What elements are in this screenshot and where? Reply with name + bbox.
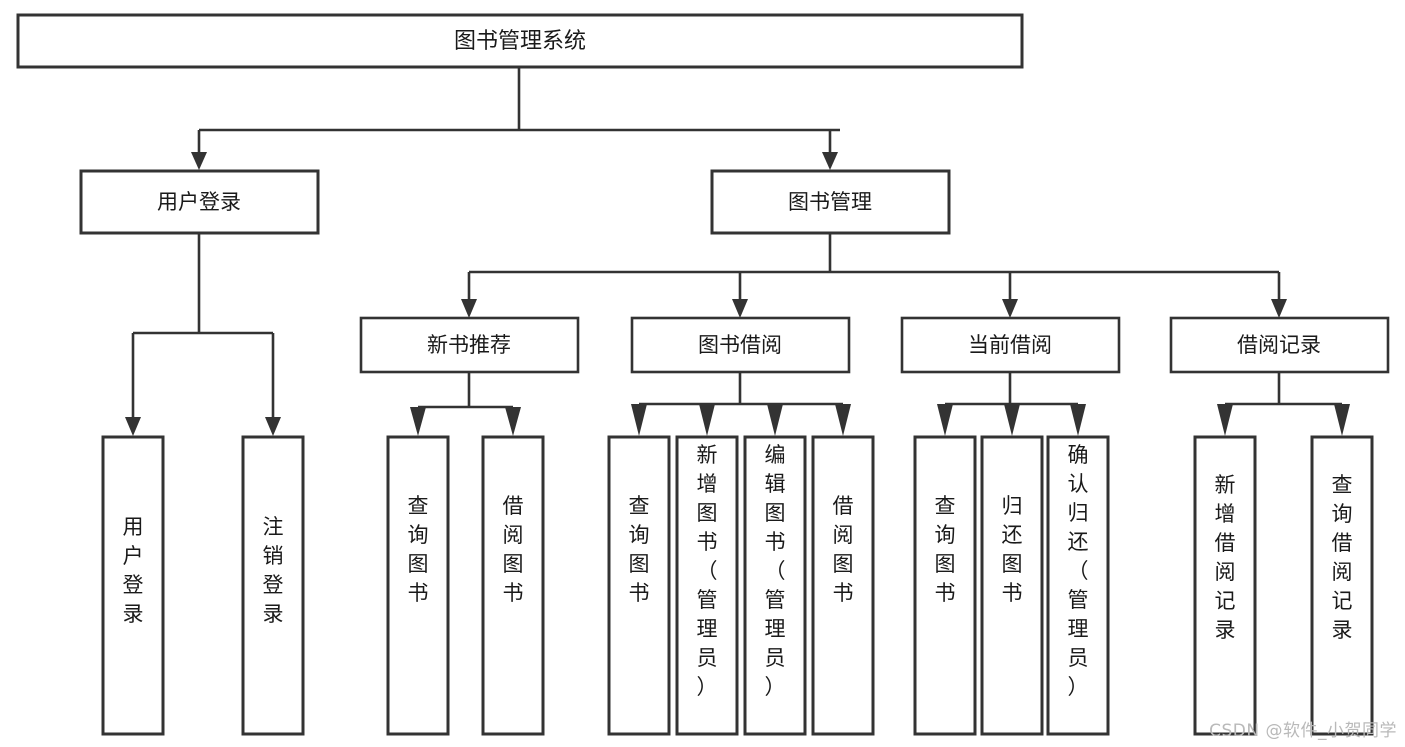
leaf-label: 查询借阅记录 bbox=[1332, 473, 1353, 642]
arrow-head-bb-leaf-3 bbox=[835, 404, 851, 436]
node-book-borrow-box bbox=[630, 316, 851, 374]
node-current-borrow-box bbox=[900, 316, 1121, 374]
leaf-box bbox=[675, 435, 739, 736]
leaf-node[interactable]: 查询图书 bbox=[607, 435, 671, 736]
arrow-head-user-login bbox=[191, 152, 207, 170]
connector-group-borrow-record bbox=[1217, 372, 1350, 436]
leaf-box bbox=[386, 435, 450, 736]
arrow-head-book-manage bbox=[822, 152, 838, 170]
leaf-node[interactable]: 新增借阅记录 bbox=[1193, 435, 1257, 736]
leaf-label: 新增图书（管理员） bbox=[697, 443, 718, 699]
arrow-head-bb-leaf-0 bbox=[631, 404, 647, 436]
arrow-head-br-leaf-1 bbox=[1334, 404, 1350, 436]
leaf-node[interactable]: 确认归还（管理员） bbox=[1046, 435, 1110, 736]
node-borrow-record-box bbox=[1169, 316, 1390, 374]
connector-group-book-manage bbox=[461, 233, 1287, 318]
leaf-box bbox=[1310, 435, 1374, 736]
leaf-node[interactable]: 查询借阅记录 bbox=[1310, 435, 1374, 736]
leaf-node[interactable]: 新增图书（管理员） bbox=[675, 435, 739, 736]
leaf-node[interactable]: 查询图书 bbox=[913, 435, 977, 736]
node-new-book-recommend-label: 新书推荐 bbox=[427, 333, 511, 357]
arrow-head-user-login-leaf-1 bbox=[265, 417, 281, 436]
node-user-login-label: 用户登录 bbox=[157, 190, 241, 214]
connector-group-new-book-recommend bbox=[410, 372, 521, 436]
arrow-head-cb-leaf-1 bbox=[1004, 404, 1020, 436]
leaf-node[interactable]: 用户登录 bbox=[101, 435, 165, 736]
leaf-node[interactable]: 查询图书 bbox=[386, 435, 450, 736]
arrow-head-current-borrow bbox=[1002, 299, 1018, 318]
arrow-head-br-leaf-0 bbox=[1217, 404, 1233, 436]
csdn-watermark: CSDN @软件_小贺同学 bbox=[1209, 721, 1397, 741]
leaf-box bbox=[241, 435, 305, 736]
leaf-box bbox=[743, 435, 807, 736]
node-root-box bbox=[16, 13, 1024, 69]
arrow-head-nbr-leaf-0 bbox=[410, 407, 426, 436]
leaf-label: 查询图书 bbox=[408, 494, 429, 605]
arrow-head-bb-leaf-1 bbox=[699, 404, 715, 436]
leaf-box bbox=[101, 435, 165, 736]
arrow-head-cb-leaf-2 bbox=[1070, 404, 1086, 436]
leaf-label: 注销登录 bbox=[263, 515, 284, 626]
leaf-label: 借阅图书 bbox=[503, 494, 524, 605]
arrow-head-book-borrow bbox=[732, 299, 748, 318]
leaf-node[interactable]: 借阅图书 bbox=[811, 435, 875, 736]
leaf-node[interactable]: 归还图书 bbox=[980, 435, 1044, 736]
node-borrow-record[interactable]: 借阅记录 bbox=[1169, 316, 1390, 374]
node-user-login-box bbox=[79, 169, 320, 235]
leaf-node[interactable]: 编辑图书（管理员） bbox=[743, 435, 807, 736]
leaf-label: 查询图书 bbox=[935, 494, 956, 605]
node-book-borrow[interactable]: 图书借阅 bbox=[630, 316, 851, 374]
leaf-box bbox=[913, 435, 977, 736]
node-user-login[interactable]: 用户登录 bbox=[79, 169, 320, 235]
node-root-system[interactable]: 图书管理系统 bbox=[16, 13, 1024, 69]
node-book-manage-label: 图书管理 bbox=[788, 190, 872, 214]
leaf-node[interactable]: 借阅图书 bbox=[481, 435, 545, 736]
leaf-label: 编辑图书（管理员） bbox=[765, 443, 786, 699]
node-current-borrow-label: 当前借阅 bbox=[968, 333, 1052, 357]
node-borrow-record-label: 借阅记录 bbox=[1237, 333, 1321, 357]
node-book-manage-box bbox=[710, 169, 951, 235]
leaf-label: 确认归还（管理员） bbox=[1068, 443, 1089, 699]
leaf-label: 新增借阅记录 bbox=[1215, 473, 1236, 642]
connector-group-user-login bbox=[125, 233, 281, 436]
arrow-head-borrow-record bbox=[1271, 299, 1287, 318]
arrow-head-user-login-leaf-0 bbox=[125, 417, 141, 436]
arrow-head-nbr-leaf-1 bbox=[505, 407, 521, 436]
connector-group-current-borrow bbox=[937, 372, 1086, 436]
leaf-label: 用户登录 bbox=[123, 515, 144, 626]
node-current-borrow[interactable]: 当前借阅 bbox=[900, 316, 1121, 374]
leaf-box bbox=[1193, 435, 1257, 736]
leaf-box bbox=[980, 435, 1044, 736]
leaf-box bbox=[607, 435, 671, 736]
node-book-manage[interactable]: 图书管理 bbox=[710, 169, 951, 235]
leaf-box bbox=[1046, 435, 1110, 736]
node-root-label: 图书管理系统 bbox=[454, 29, 586, 54]
connector-group-root bbox=[191, 67, 840, 170]
leaf-box bbox=[481, 435, 545, 736]
leaf-label: 借阅图书 bbox=[833, 494, 854, 605]
leaf-label: 查询图书 bbox=[629, 494, 650, 605]
arrow-head-cb-leaf-0 bbox=[937, 404, 953, 436]
arrow-head-new-book-recommend bbox=[461, 299, 477, 318]
leaf-box bbox=[811, 435, 875, 736]
node-book-borrow-label: 图书借阅 bbox=[698, 333, 782, 357]
leaf-label: 归还图书 bbox=[1002, 494, 1023, 605]
arrow-head-bb-leaf-2 bbox=[767, 404, 783, 436]
connector-group-book-borrow bbox=[631, 372, 851, 436]
node-new-book-recommend-box bbox=[359, 316, 580, 374]
node-new-book-recommend[interactable]: 新书推荐 bbox=[359, 316, 580, 374]
leaf-node[interactable]: 注销登录 bbox=[241, 435, 305, 736]
